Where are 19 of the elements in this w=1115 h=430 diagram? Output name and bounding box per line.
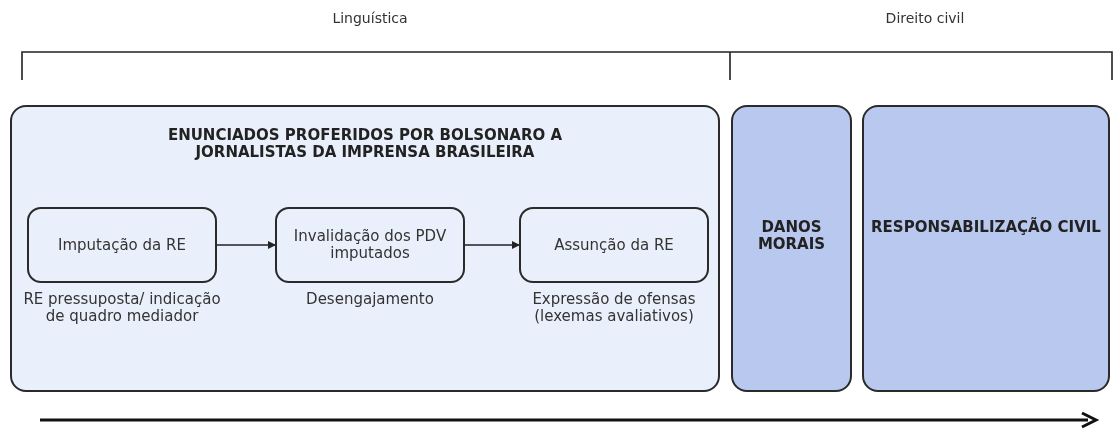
panel-box (731, 105, 852, 392)
step-caption: Desengajamento (305, 291, 435, 308)
domain-label: Linguística (332, 10, 408, 26)
group-box (10, 105, 720, 392)
step-label: Assunção da RE (554, 236, 674, 254)
step-caption: Expressão de ofensas (lexemas avaliativos) (531, 291, 697, 325)
step-label: Imputação da RE (58, 236, 186, 254)
arrow (464, 241, 520, 249)
panel-label: DANOS MORAIS (756, 219, 827, 255)
domain-label: Direito civil (885, 10, 965, 26)
panel-label: RESPONSABILIZAÇÃO CIVIL (871, 219, 1101, 238)
group-heading: ENUNCIADOS PROFERIDOS POR BOLSONARO A JORNALISTAS DA IMPRENSA BRASILEIRA (166, 127, 564, 161)
process-box (27, 207, 217, 283)
arrow (216, 241, 276, 249)
step-label: Invalidação dos PDV imputados (292, 228, 448, 262)
process-box (275, 207, 465, 283)
panel-box (862, 105, 1110, 392)
process-box (519, 207, 709, 283)
step-caption: RE pressuposta/ indicação de quadro mediador (22, 291, 222, 325)
